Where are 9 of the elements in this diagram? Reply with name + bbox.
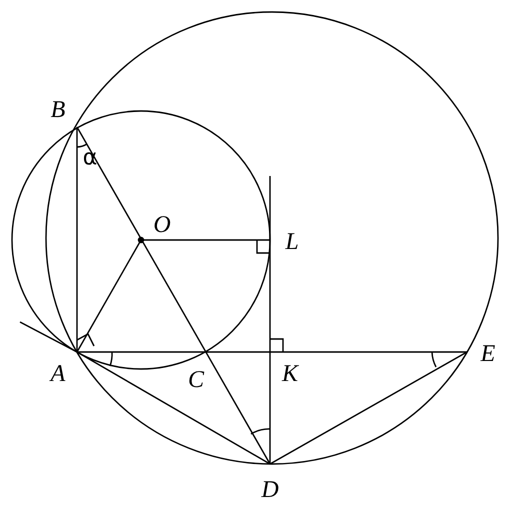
point-label: O — [153, 213, 171, 237]
point-label: B — [50, 98, 66, 122]
angle-label: α — [82, 146, 98, 170]
point-label: A — [50, 362, 66, 386]
point-label: L — [285, 230, 299, 254]
point-label: K — [282, 362, 298, 386]
point-label: E — [480, 342, 496, 366]
point-label: C — [188, 368, 204, 392]
point-label: D — [261, 478, 279, 502]
